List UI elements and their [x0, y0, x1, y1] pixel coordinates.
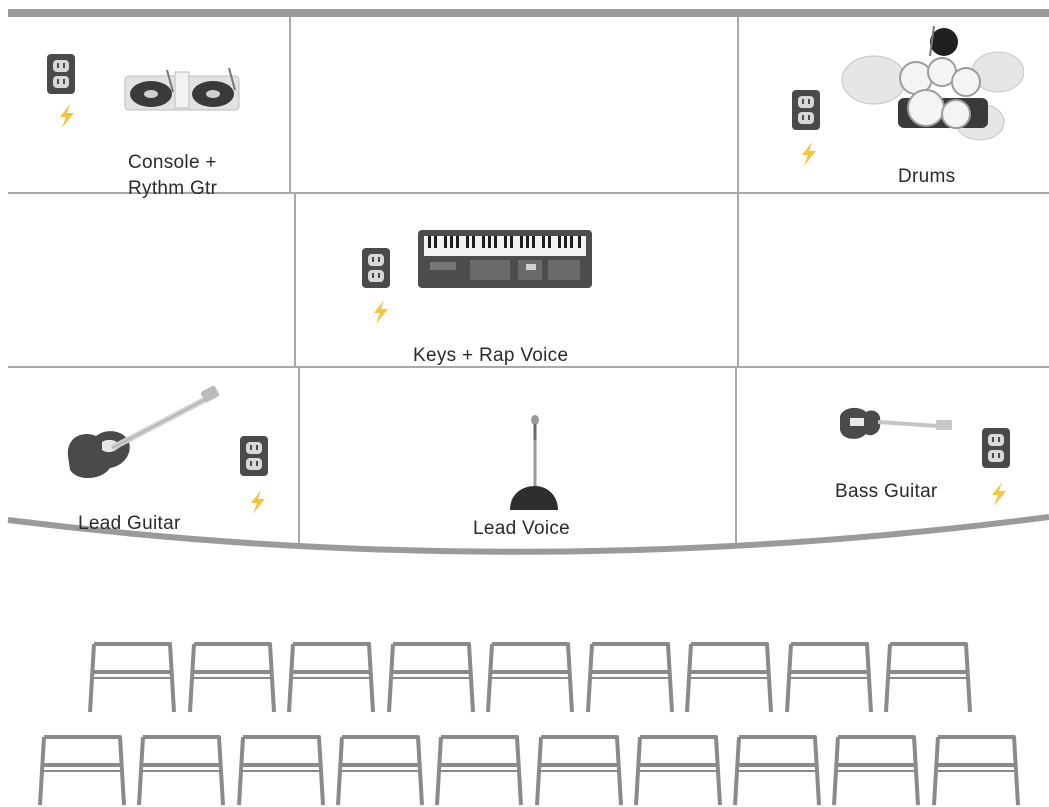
microphone-stand-icon: [508, 414, 558, 516]
power-outlet-icon: [792, 90, 820, 130]
power-outlet-icon: [362, 248, 390, 288]
lightning-bolt-icon: [247, 490, 269, 514]
electric-guitar-icon: [62, 386, 222, 486]
chair-icon: [386, 642, 475, 713]
chair-icon: [236, 735, 325, 806]
chair-icon: [187, 642, 276, 713]
chair-icon: [534, 735, 623, 806]
stage-back-edge: [8, 9, 1049, 17]
chair-icon: [287, 642, 375, 713]
chair-icon: [486, 642, 574, 713]
chair-icon: [633, 735, 722, 806]
zone-label-console-line1: Console +: [128, 152, 217, 173]
power-outlet-icon: [240, 436, 268, 476]
lightning-bolt-icon: [798, 142, 820, 166]
zone-label-bass-guitar: Bass Guitar: [835, 481, 938, 502]
zone-label-lead-guitar: Lead Guitar: [78, 513, 181, 534]
lightning-bolt-icon: [56, 104, 78, 128]
chair-icon: [931, 735, 1020, 806]
lightning-bolt-icon: [988, 482, 1010, 506]
zone-label-console: Console + Rythm Gtr: [128, 150, 217, 202]
chair-icon: [884, 642, 972, 713]
turntables-icon: [123, 62, 241, 114]
zone-label-console-line2: Rythm Gtr: [128, 178, 218, 199]
chair-icon: [733, 735, 822, 806]
chair-icon: [137, 735, 226, 806]
zone-label-drums: Drums: [898, 166, 956, 187]
chair-icon: [685, 642, 773, 713]
chair-icon: [88, 642, 176, 713]
chair-icon: [832, 735, 921, 806]
zone-label-keys: Keys + Rap Voice: [413, 345, 569, 366]
lightning-bolt-icon: [370, 300, 392, 324]
chair-icon: [335, 735, 424, 806]
power-outlet-icon: [47, 54, 75, 94]
keyboard-icon: [418, 230, 592, 288]
drum-kit-icon: [838, 26, 1024, 144]
zone-label-lead-voice: Lead Voice: [473, 518, 571, 539]
chair-icon: [38, 735, 126, 806]
stage-front-edge: [7, 514, 1049, 555]
chair-icon: [585, 642, 674, 713]
chair-icon: [435, 735, 524, 806]
bass-guitar-icon: [838, 404, 954, 444]
power-outlet-icon: [982, 428, 1010, 468]
chair-icon: [784, 642, 873, 713]
